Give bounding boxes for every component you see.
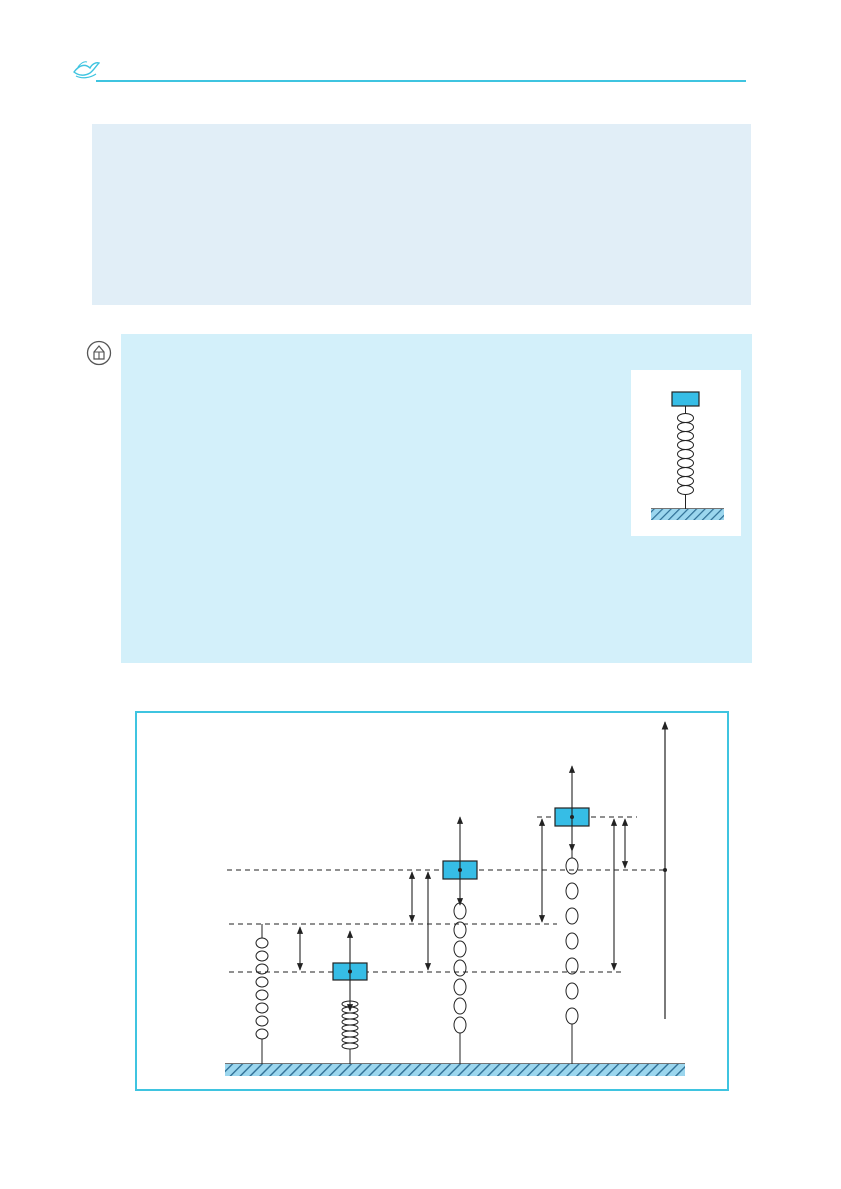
ground bbox=[651, 509, 724, 520]
dimension-arrows bbox=[296, 818, 629, 971]
pencil-badge-icon bbox=[86, 340, 112, 366]
spring bbox=[677, 413, 694, 495]
reference-lines bbox=[227, 816, 667, 973]
spring-stretched bbox=[565, 826, 579, 1064]
spring-block-figure bbox=[631, 370, 741, 536]
spring-natural bbox=[255, 924, 269, 1064]
content-box bbox=[92, 124, 751, 305]
header-rule bbox=[96, 80, 746, 82]
block bbox=[671, 391, 700, 407]
spring-stages-figure bbox=[135, 711, 729, 1091]
ground bbox=[225, 1064, 685, 1076]
bird-logo-icon bbox=[72, 58, 101, 80]
